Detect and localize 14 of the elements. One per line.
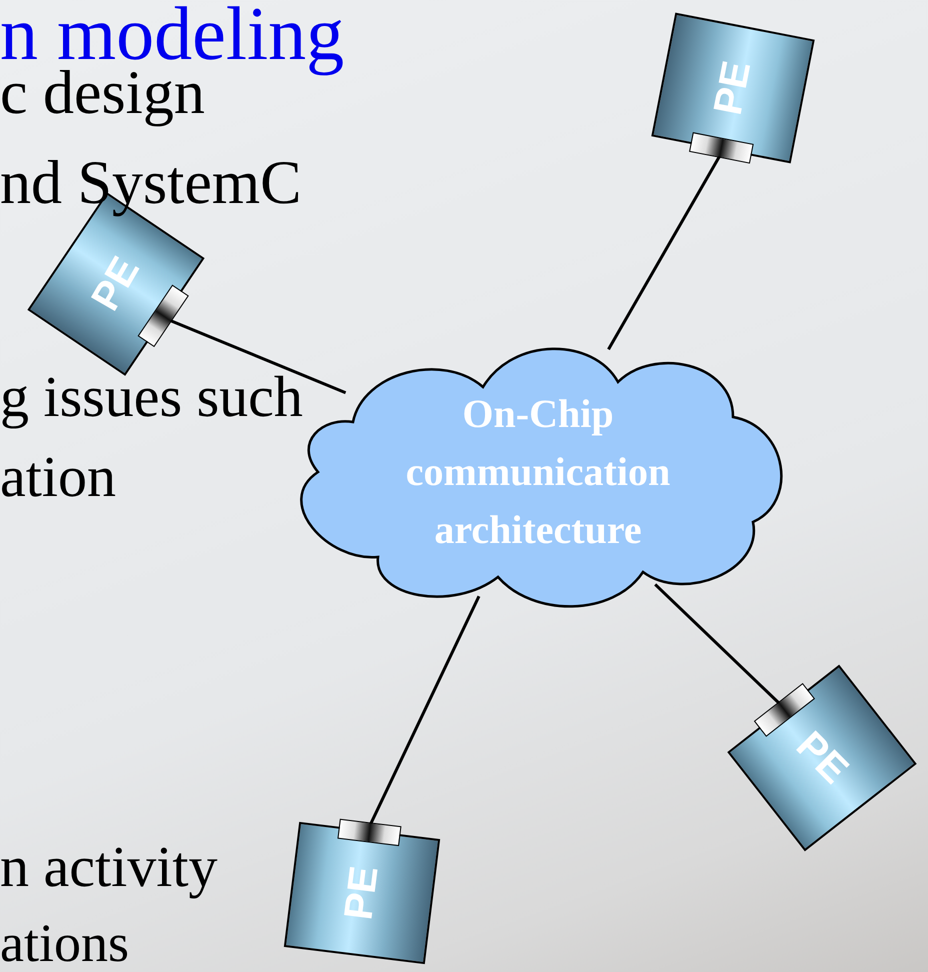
- bullet-text: ations: [0, 916, 129, 970]
- pe-label: PE: [787, 723, 857, 793]
- bullet-text: ation: [0, 448, 116, 506]
- bullet-text: n activity: [0, 838, 218, 896]
- cloud-label: On-Chip communication architecture: [404, 390, 672, 554]
- connector-line: [654, 583, 781, 705]
- pe-label: PE: [83, 250, 149, 318]
- bullet-text: nd SystemC: [0, 152, 302, 214]
- pe-label: PE: [706, 58, 760, 118]
- pe-label: PE: [336, 864, 388, 922]
- connector-line: [369, 596, 480, 826]
- connector-line: [169, 318, 346, 394]
- connector-line: [607, 154, 722, 350]
- bullet-text: g issues such: [0, 368, 303, 426]
